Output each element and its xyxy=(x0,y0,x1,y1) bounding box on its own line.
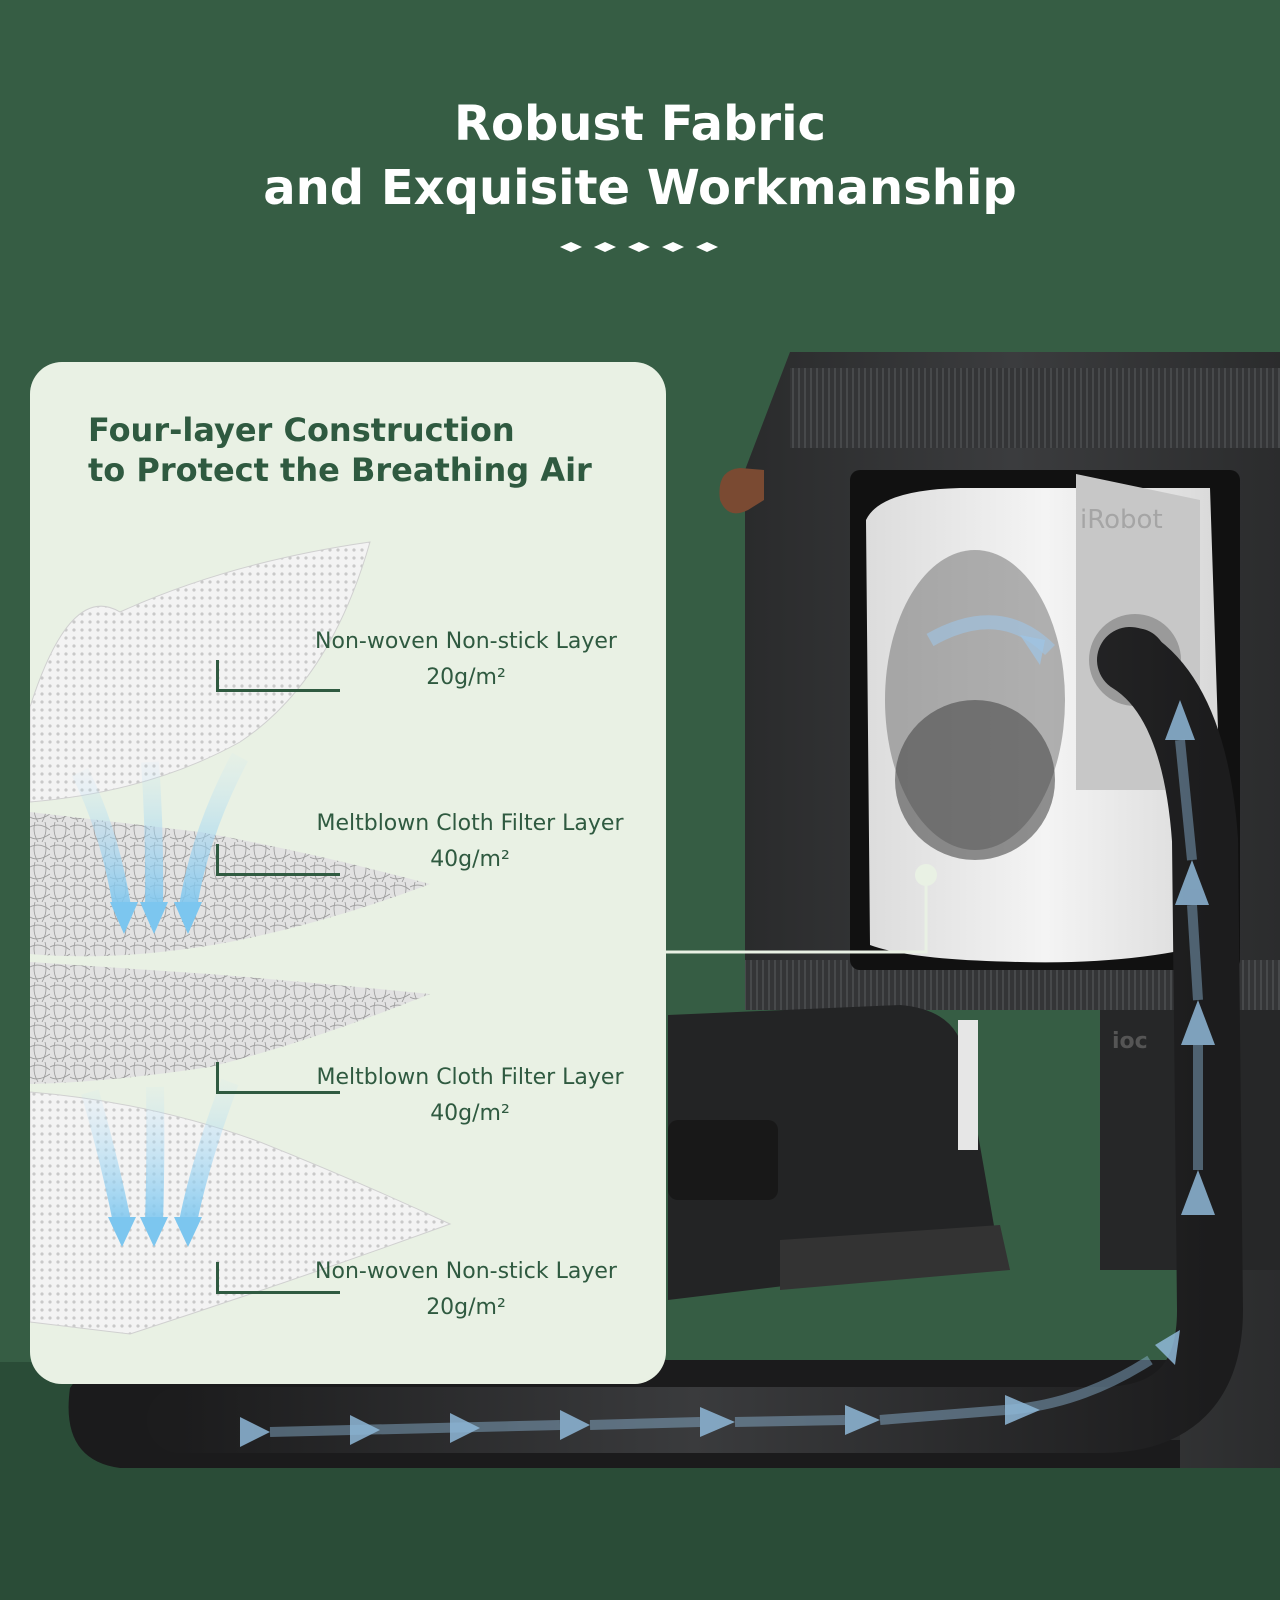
layer-3-name: Meltblown Cloth Filter Layer xyxy=(316,1065,624,1090)
airflow-arrow-icon xyxy=(81,1078,239,1247)
layer-4-weight: 20g/m² xyxy=(426,1295,506,1320)
pull-tab xyxy=(719,468,764,514)
panel-title-line-2: to Protect the Breathing Air xyxy=(88,451,592,489)
layer-1-label: Non-woven Non-stick Layer 20g/m² xyxy=(296,624,636,696)
hero-title-line-2: and Exquisite Workmanship xyxy=(263,160,1017,216)
layer-1-bracket xyxy=(216,660,340,692)
layer-3-bracket xyxy=(216,1062,340,1094)
base-mark: ioc xyxy=(1112,1029,1148,1054)
hero-title: Robust Fabric and Exquisite Workmanship xyxy=(0,92,1280,220)
layer-2-weight: 40g/m² xyxy=(430,847,510,872)
airflow-arrow-icon xyxy=(240,700,1215,1447)
layer-2-name: Meltblown Cloth Filter Layer xyxy=(316,811,624,836)
layer-4-bracket xyxy=(216,1262,340,1294)
layer-2-label: Meltblown Cloth Filter Layer 40g/m² xyxy=(300,806,640,878)
callout-dot xyxy=(915,864,937,886)
layer-4-label: Non-woven Non-stick Layer 20g/m² xyxy=(296,1254,636,1326)
exhaust-hose xyxy=(147,627,1244,1453)
panel-title: Four-layer Construction to Protect the B… xyxy=(88,410,592,490)
layer-2-bracket xyxy=(216,844,340,876)
panel-title-line-1: Four-layer Construction xyxy=(88,411,515,449)
tower-ribs xyxy=(790,368,1280,448)
diamond-separator-icon xyxy=(560,242,718,252)
layer-4-name: Non-woven Non-stick Layer xyxy=(315,1259,617,1284)
layers-illustration xyxy=(30,541,452,1335)
layer-1-name: Non-woven Non-stick Layer xyxy=(315,629,617,654)
layer-sheet-top xyxy=(30,541,371,803)
hero-title-line-1: Robust Fabric xyxy=(454,96,826,152)
airflow-arrow-icon xyxy=(71,752,248,934)
layer-3-label: Meltblown Cloth Filter Layer 40g/m² xyxy=(300,1060,640,1132)
layer-1-weight: 20g/m² xyxy=(426,665,506,690)
callout-line xyxy=(666,886,928,954)
bag-brand-mark: iRobot xyxy=(1080,505,1163,535)
four-layer-panel: Four-layer Construction to Protect the B… xyxy=(30,362,666,1384)
layer-sheet-meltblown-2 xyxy=(30,962,430,1084)
robot-vacuum xyxy=(668,1005,1000,1300)
layer-3-weight: 40g/m² xyxy=(430,1101,510,1126)
